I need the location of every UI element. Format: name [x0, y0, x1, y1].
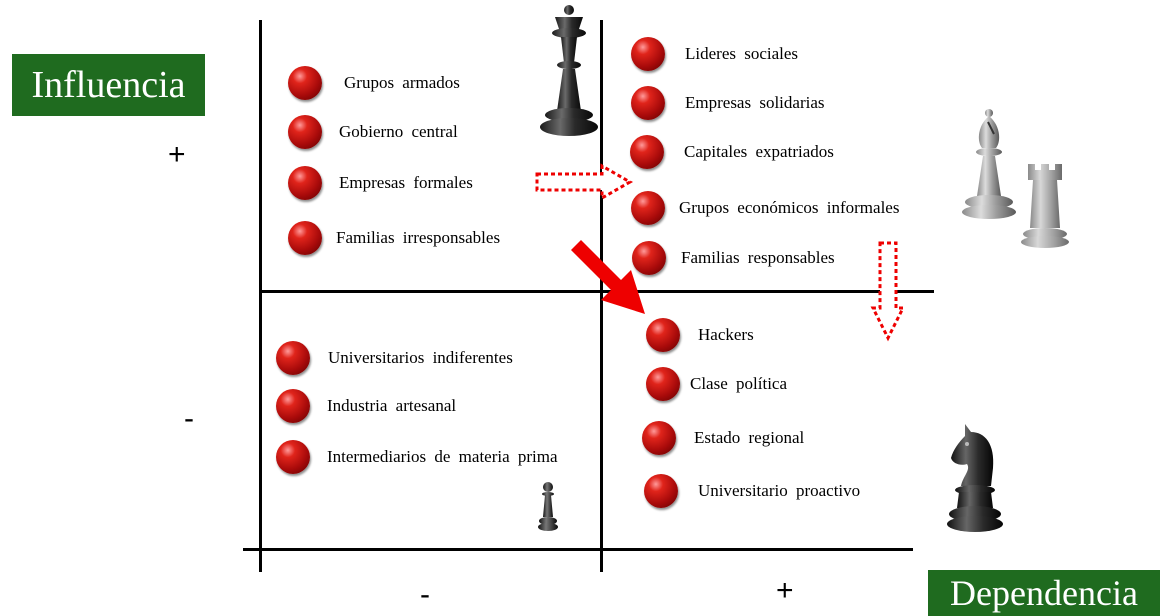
item-label: Grupos armados — [344, 73, 460, 92]
bottom-horizontal-axis — [243, 548, 913, 551]
list-item: Familias responsables — [632, 238, 835, 278]
list-item: Empresas solidarias — [631, 83, 825, 123]
list-item: Grupos económicos informales — [631, 188, 899, 228]
influence-minus-sign: - — [184, 402, 194, 435]
red-sphere-icon — [644, 474, 678, 508]
red-sphere-icon — [288, 66, 322, 100]
red-sphere-icon — [642, 421, 676, 455]
black-pawn-icon — [538, 482, 558, 531]
item-label: Intermediarios de materia prima — [327, 447, 558, 466]
red-sphere-icon — [288, 115, 322, 149]
item-label: Grupos económicos informales — [679, 198, 900, 217]
item-label: Industria artesanal — [327, 396, 457, 415]
list-item: Capitales expatriados — [630, 132, 834, 172]
red-sphere-icon — [631, 191, 665, 225]
red-sphere-icon — [276, 440, 310, 474]
item-label: Hackers — [698, 325, 754, 344]
red-sphere-icon — [288, 221, 322, 255]
list-item: Universitario proactivo — [644, 471, 860, 511]
grey-rook-icon — [1021, 164, 1069, 248]
red-solid-diagonal-arrow — [571, 240, 645, 314]
list-item: Hackers — [646, 315, 754, 355]
red-sphere-icon — [632, 241, 666, 275]
list-item: Estado regional — [642, 418, 804, 458]
list-item: Industria artesanal — [276, 386, 456, 426]
grey-bishop-icon — [962, 109, 1016, 219]
red-sphere-icon — [288, 166, 322, 200]
left-vertical-axis — [259, 20, 262, 572]
item-label: Familias responsables — [681, 248, 835, 267]
item-label: Empresas solidarias — [685, 93, 825, 112]
influence-plus-sign: + — [168, 138, 186, 171]
horizontal-quadrant-divider — [260, 290, 934, 293]
item-label: Empresas formales — [339, 173, 473, 192]
item-label: Universitarios indiferentes — [328, 348, 513, 367]
red-dotted-right-arrow — [535, 163, 634, 201]
list-item: Gobierno central — [288, 112, 458, 152]
item-label: Lideres sociales — [685, 44, 799, 63]
list-item: Universitarios indiferentes — [276, 338, 513, 378]
red-dotted-down-arrow — [870, 241, 906, 342]
red-sphere-icon — [646, 318, 680, 352]
red-sphere-icon — [646, 367, 680, 401]
list-item: Empresas formales — [288, 163, 473, 203]
red-sphere-icon — [631, 37, 665, 71]
dependence-plus-sign: + — [776, 574, 794, 607]
black-queen-icon — [540, 5, 598, 136]
red-sphere-icon — [630, 135, 664, 169]
item-label: Familias irresponsables — [336, 228, 501, 247]
influence-axis-title: Influencia — [12, 54, 205, 116]
list-item: Lideres sociales — [631, 34, 798, 74]
item-label: Universitario proactivo — [698, 481, 861, 500]
list-item: Intermediarios de materia prima — [276, 437, 558, 477]
list-item: Grupos armados — [288, 63, 460, 103]
dependence-axis-title: Dependencia — [928, 570, 1160, 616]
red-sphere-icon — [276, 341, 310, 375]
dependence-minus-sign: - — [420, 578, 430, 611]
item-label: Clase política — [690, 374, 788, 393]
red-sphere-icon — [276, 389, 310, 423]
black-knight-icon — [947, 424, 1003, 532]
list-item: Familias irresponsables — [288, 218, 500, 258]
item-label: Estado regional — [694, 428, 805, 447]
item-label: Capitales expatriados — [684, 142, 834, 161]
red-sphere-icon — [631, 86, 665, 120]
middle-vertical-divider — [600, 20, 603, 572]
item-label: Gobierno central — [339, 122, 458, 141]
list-item: Clase política — [646, 364, 787, 404]
